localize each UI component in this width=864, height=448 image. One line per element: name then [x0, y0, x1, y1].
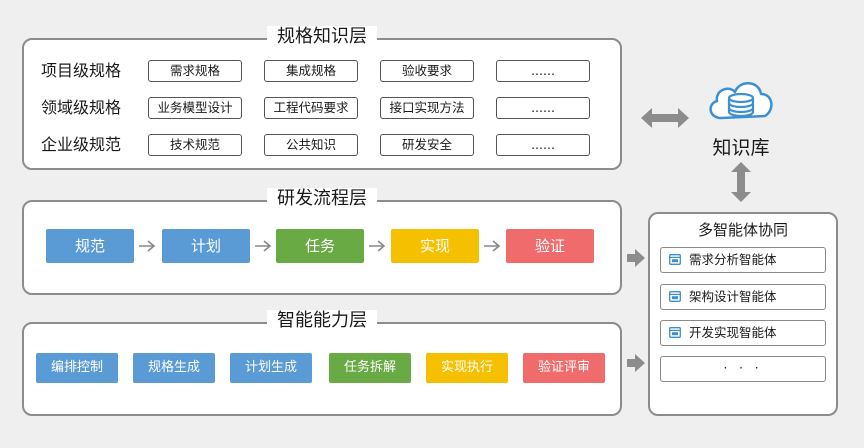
spec-item-box: ......: [496, 134, 590, 156]
ellipsis-label: · · ·: [723, 361, 763, 375]
spec-row-label: 企业级规范: [41, 135, 122, 154]
knowledge-base-label: 知识库: [712, 137, 770, 159]
cloud-database-icon: [709, 82, 773, 120]
flow-arrow-icon: [255, 240, 272, 252]
agent-item: 开发实现智能体: [660, 320, 826, 346]
agent-item: 需求分析智能体: [660, 247, 826, 273]
spec-item-box: 技术规范: [148, 134, 242, 156]
spec-item-box: 业务模型设计: [148, 97, 242, 119]
flow-arrow-icon: [369, 240, 386, 252]
agent-label: 需求分析智能体: [689, 252, 777, 267]
process-layer-title: 研发流程层: [267, 188, 377, 210]
window-icon: [669, 254, 681, 265]
double-arrow-horizontal-icon: [641, 108, 689, 128]
agent-label: 开发实现智能体: [689, 325, 777, 340]
spec-item-box: 需求规格: [148, 60, 242, 82]
capability-item-box: 编排控制: [36, 353, 118, 383]
spec-row-label: 项目级规格: [41, 61, 122, 80]
capability-layer-title: 智能能力层: [267, 310, 377, 332]
spec-item-box: 工程代码要求: [264, 97, 358, 119]
agent-label: 架构设计智能体: [689, 289, 777, 304]
agent-more-item: · · ·: [660, 356, 826, 382]
capability-layer-panel: [22, 322, 622, 416]
capability-item-box: 规格生成: [133, 353, 215, 383]
arrow-right-icon: [627, 354, 645, 372]
spec-item-box: 集成规格: [264, 60, 358, 82]
window-icon: [669, 291, 681, 302]
process-step-box: 实现: [391, 229, 479, 263]
capability-item-box: 验证评审: [523, 353, 605, 383]
spec-item-box: 验收要求: [380, 60, 474, 82]
process-step-box: 计划: [162, 229, 250, 263]
spec-item-box: 研发安全: [380, 134, 474, 156]
flow-arrow-icon: [139, 240, 156, 252]
spec-layer-title: 规格知识层: [267, 26, 377, 48]
spec-item-box: 公共知识: [264, 134, 358, 156]
agent-item: 架构设计智能体: [660, 284, 826, 310]
window-icon: [669, 327, 681, 338]
spec-row-label: 领域级规格: [41, 98, 122, 117]
capability-item-box: 计划生成: [230, 353, 312, 383]
capability-item-box: 实现执行: [426, 353, 508, 383]
flow-arrow-icon: [484, 240, 501, 252]
spec-item-box: ......: [496, 97, 590, 119]
process-step-box: 任务: [276, 229, 364, 263]
spec-item-box: 接口实现方法: [380, 97, 474, 119]
process-step-box: 规范: [46, 229, 134, 263]
multi-agent-panel: [648, 212, 838, 416]
capability-item-box: 任务拆解: [329, 353, 411, 383]
spec-item-box: ......: [496, 60, 590, 82]
arrow-right-icon: [627, 249, 645, 267]
process-step-box: 验证: [506, 229, 594, 263]
double-arrow-vertical-icon: [731, 162, 751, 202]
multi-agent-title: 多智能体协同: [697, 221, 789, 239]
